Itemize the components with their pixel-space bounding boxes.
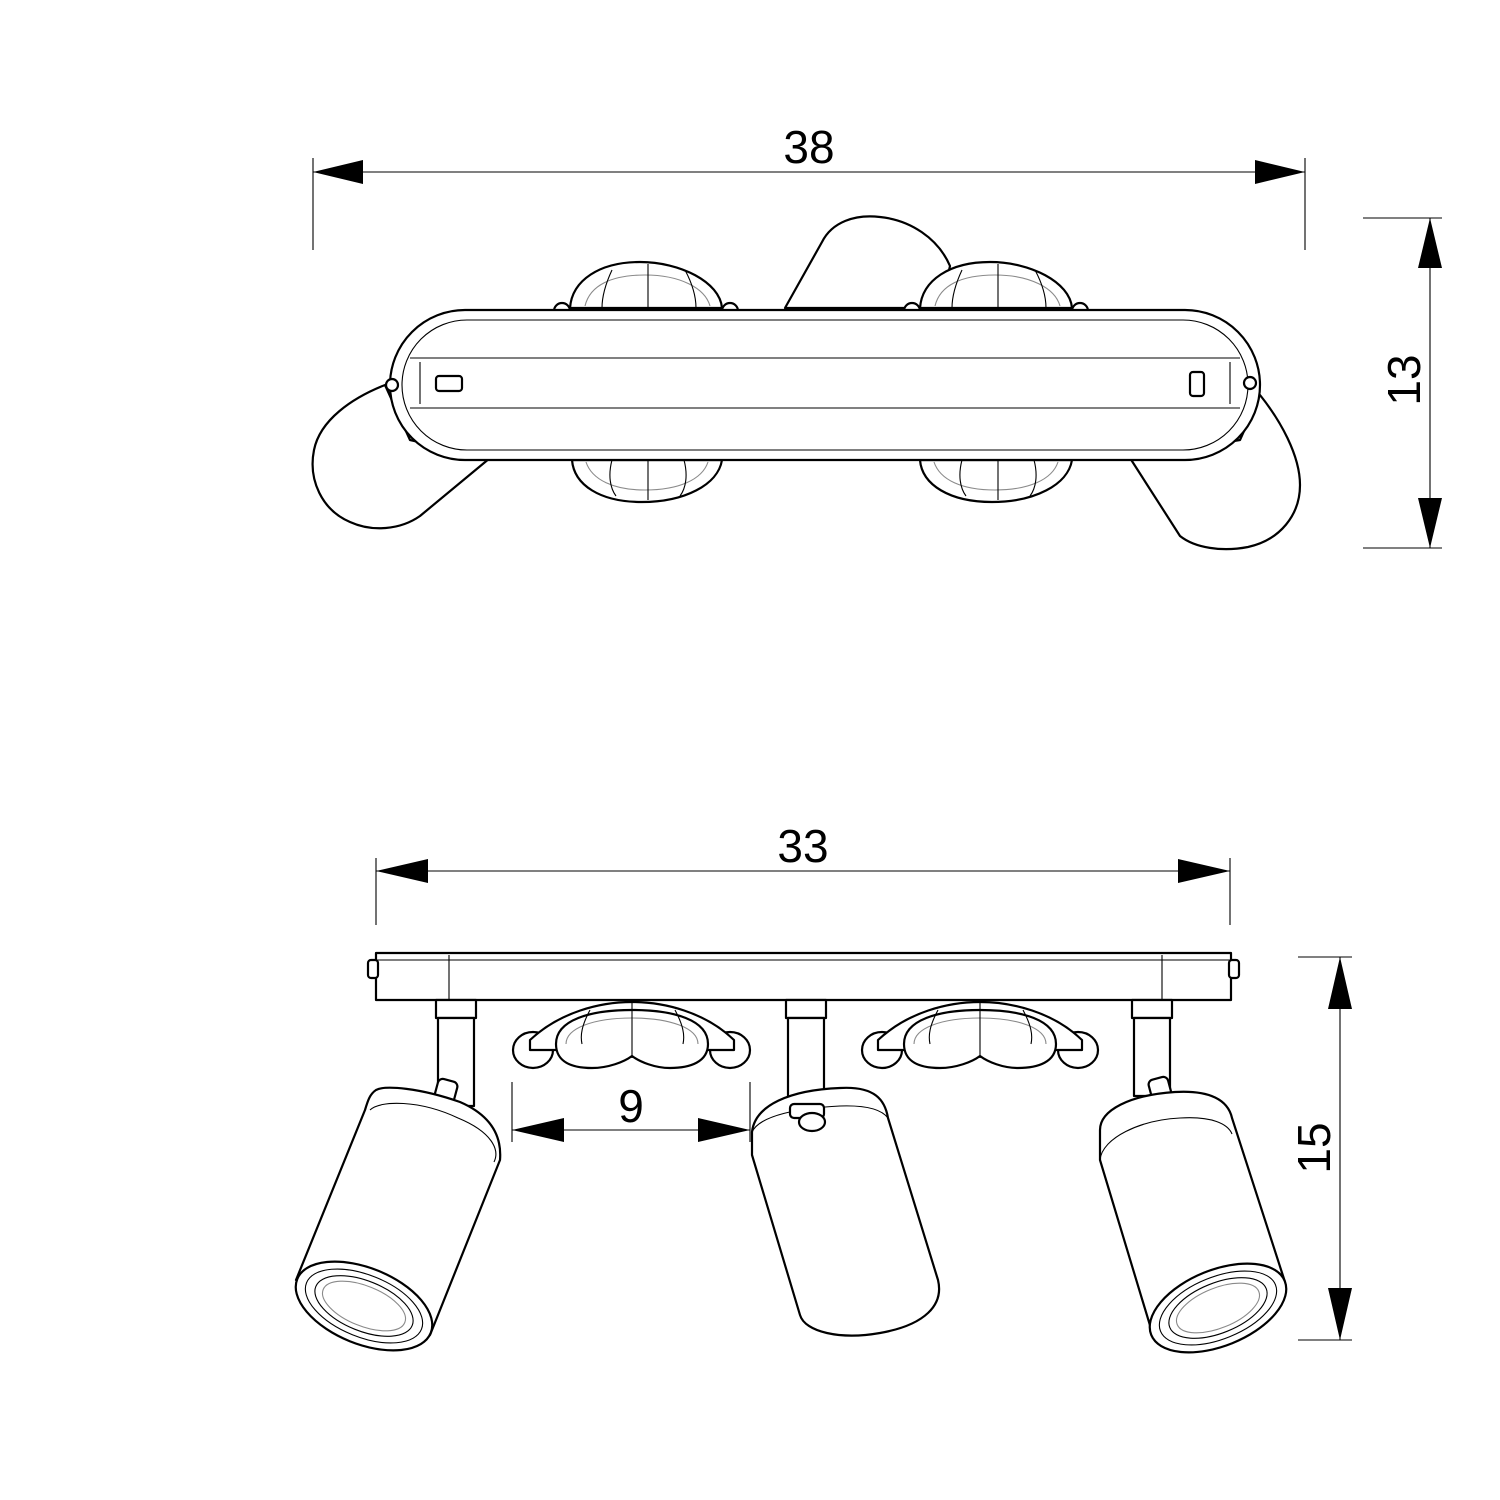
front-view: 33 9 15 (294, 820, 1352, 1354)
dimension-top-height: 13 (1363, 217, 1442, 549)
dimension-spot-spacing-label: 9 (618, 1080, 644, 1132)
front-view-spot-left (294, 1077, 502, 1352)
slot-left (434, 374, 464, 393)
front-view-base-plate (366, 951, 1241, 1002)
dimension-front-height-label: 15 (1288, 1122, 1340, 1173)
top-view-bar (384, 308, 1262, 462)
rosette-top-upper-right (902, 260, 1090, 321)
rosette-front-right (860, 1000, 1100, 1070)
rosette-top-lower-right (918, 458, 1074, 504)
dimension-top-height-label: 13 (1378, 354, 1430, 405)
rosette-front-left (511, 1000, 752, 1070)
dimension-spot-spacing: 9 (511, 1080, 751, 1142)
top-view-spot-cylinders (311, 215, 1302, 551)
rosette-top-upper-left (552, 260, 740, 321)
dimension-top-width-label: 38 (783, 121, 834, 173)
dimension-front-width-label: 33 (777, 820, 828, 872)
front-view-spot-middle (750, 1086, 941, 1337)
front-view-spot-right (1098, 1075, 1288, 1354)
rosette-top-lower-left (570, 458, 724, 504)
dimension-top-width: 38 (312, 121, 1306, 250)
dimension-front-width: 33 (375, 820, 1231, 925)
front-view-rosettes (511, 1000, 1100, 1070)
dimension-front-height: 15 (1288, 956, 1352, 1341)
slot-right (1188, 370, 1206, 398)
top-view-rosettes (552, 260, 1090, 504)
top-view: 38 13 (311, 121, 1442, 551)
